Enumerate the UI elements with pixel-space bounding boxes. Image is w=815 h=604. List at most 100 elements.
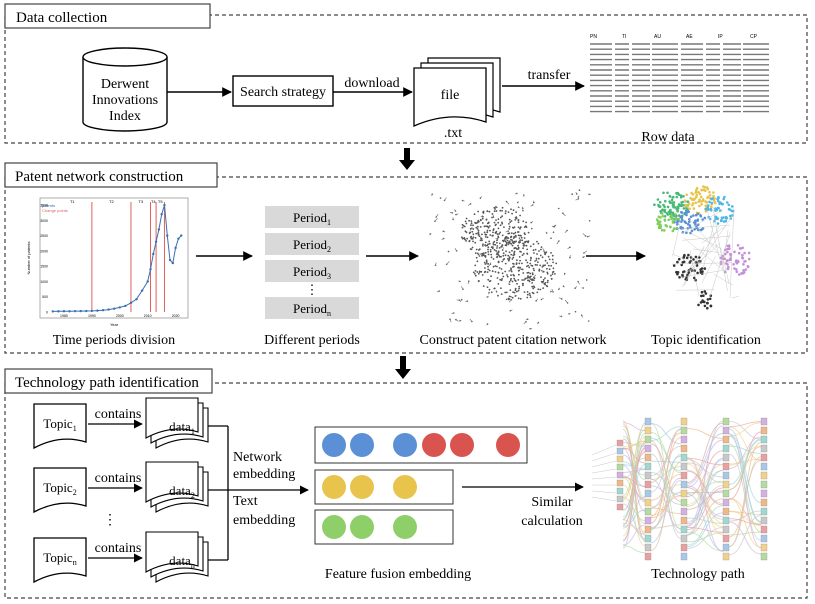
topic-node: [679, 194, 683, 197]
topic-node: [694, 219, 697, 222]
network-node: [526, 277, 528, 279]
topic-node: [713, 197, 716, 200]
topic-node: [707, 208, 710, 211]
network-node: [487, 278, 490, 281]
topic-node: [688, 207, 691, 210]
path-node: [722, 471, 730, 480]
network-node: [516, 201, 519, 204]
network-node: [511, 226, 514, 229]
topic-edge: [672, 262, 732, 265]
network-node: [500, 268, 503, 270]
topic-node: [727, 203, 731, 207]
topic-node: [695, 195, 698, 199]
network-node: [523, 194, 525, 196]
network-node: [504, 212, 507, 215]
chart-frame: [39, 197, 189, 319]
network-node: [481, 217, 484, 220]
topic-node: [722, 197, 725, 201]
topic-node: [732, 263, 735, 266]
path-node: [680, 462, 688, 471]
topic-document: [33, 537, 87, 584]
topic-node: [691, 203, 694, 207]
network-node: [504, 254, 507, 257]
topic-node: [703, 300, 706, 304]
network-node: [501, 206, 504, 209]
network-node: [509, 242, 511, 245]
topic-node: [671, 196, 674, 199]
network-node: [484, 241, 487, 244]
network-node: [512, 273, 515, 276]
network-node: [504, 210, 507, 213]
segment-label: T3: [138, 199, 143, 204]
path-node: [616, 463, 624, 471]
path-node: [644, 435, 652, 444]
path-flow: [728, 521, 762, 555]
path-flow: [728, 433, 762, 549]
network-node: [508, 223, 510, 225]
path-flow: [650, 455, 682, 509]
topic-edge: [706, 209, 722, 266]
topic-node: [708, 194, 712, 197]
path-flow: [728, 531, 762, 536]
network-node: [521, 254, 524, 256]
topic-node: [659, 216, 662, 219]
patents-point: [101, 308, 105, 312]
network-node: [491, 234, 494, 237]
network-node: [586, 235, 589, 238]
patents-point: [160, 213, 163, 216]
topic-node: [694, 213, 698, 217]
topic-node: [675, 192, 679, 195]
topic-node: [667, 218, 670, 222]
period-label-2: Period2: [293, 237, 331, 254]
path-flow: [686, 490, 724, 510]
patents-point: [107, 308, 110, 311]
network-node: [513, 247, 516, 250]
network-node: [475, 248, 478, 251]
network-node: [536, 264, 538, 266]
network-node: [552, 261, 554, 264]
network-node: [492, 216, 495, 218]
topic-node: [680, 201, 683, 204]
path-input-edge: [591, 452, 617, 462]
topic-node: [695, 193, 698, 197]
network-node: [577, 198, 580, 200]
path-flow: [728, 515, 762, 556]
path-flow: [650, 431, 682, 474]
raw-table-header-1: TI: [622, 34, 626, 40]
network-node: [547, 279, 549, 282]
path-flow: [728, 438, 762, 485]
path-flow: [686, 469, 724, 504]
network-node: [487, 265, 489, 268]
network-node: [499, 216, 502, 219]
network-node: [488, 269, 491, 272]
network-node: [498, 242, 501, 245]
network-node: [508, 240, 511, 243]
network-node: [580, 314, 583, 317]
network-node: [530, 221, 532, 224]
path-flow: [728, 445, 762, 454]
network-node: [476, 260, 479, 263]
network-node: [569, 246, 571, 249]
network-node: [536, 291, 539, 294]
y-tick-label: 3000: [40, 219, 48, 223]
network-node: [470, 235, 473, 238]
topic-node: [703, 290, 707, 293]
topic-edge: [709, 232, 731, 298]
path-flow: [686, 422, 724, 483]
network-node: [481, 222, 484, 224]
network-node: [480, 270, 483, 273]
topic-edge: [683, 226, 720, 286]
network-node: [507, 298, 510, 301]
topic-node: [710, 197, 713, 201]
path-flow: [686, 459, 724, 484]
topic-node: [672, 203, 675, 207]
network-node: [496, 247, 498, 249]
path-flow: [686, 512, 724, 548]
topic-node: [741, 256, 745, 260]
topic-node: [663, 210, 667, 213]
path-flow: [728, 436, 762, 469]
topic-node: [747, 251, 751, 255]
network-node: [526, 296, 529, 299]
network-node: [462, 225, 465, 227]
path-input-edge: [591, 444, 617, 456]
